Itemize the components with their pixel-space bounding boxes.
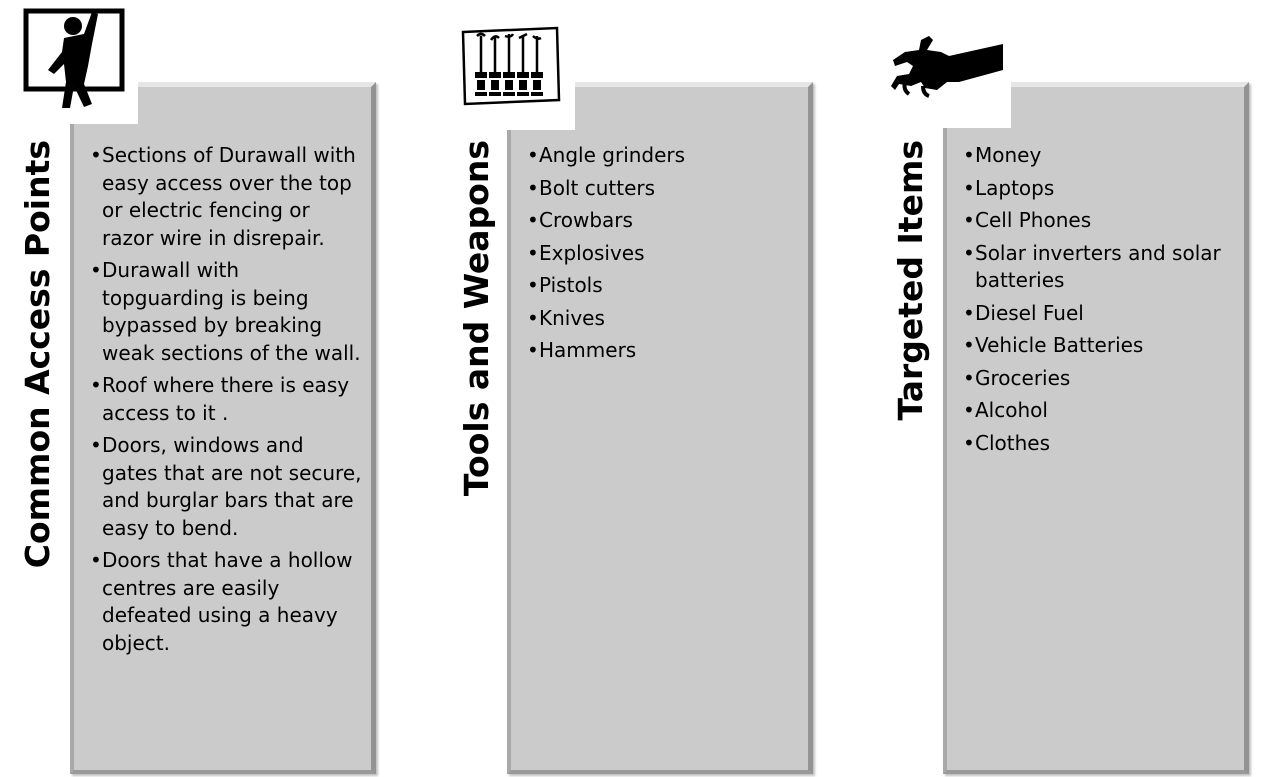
list-item: Explosives (527, 240, 800, 268)
list-item: Money (963, 142, 1236, 170)
panel-targeted-items: Money Laptops Cell Phones Solar inverter… (943, 82, 1249, 774)
heading-targeted-items: Targeted Items (891, 140, 930, 421)
grabbing-hand-icon (891, 36, 1003, 98)
list-item: Cell Phones (963, 207, 1236, 235)
column-tools-and-weapons: Angle grinders Bolt cutters Crowbars Exp… (437, 0, 817, 777)
list-item: Diesel Fuel (963, 300, 1236, 328)
lock-picks-icon (461, 26, 561, 106)
list-item: Hammers (527, 337, 800, 365)
list-item: Clothes (963, 430, 1236, 458)
heading-common-access-points: Common Access Points (18, 140, 57, 569)
list-item: Doors, windows and gates that are not se… (90, 432, 363, 542)
burglar-window-icon (23, 8, 125, 108)
list-item: Solar inverters and solar batteries (963, 240, 1236, 295)
list-item: Sections of Durawall with easy access ov… (90, 142, 363, 252)
list-item: Laptops (963, 175, 1236, 203)
list-item: Alcohol (963, 397, 1236, 425)
list-tools-and-weapons: Angle grinders Bolt cutters Crowbars Exp… (527, 142, 800, 370)
list-item: Bolt cutters (527, 175, 800, 203)
list-targeted-items: Money Laptops Cell Phones Solar inverter… (963, 142, 1236, 462)
list-item: Knives (527, 305, 800, 333)
iconbox-targeted (885, 30, 1011, 128)
list-item: Vehicle Batteries (963, 332, 1236, 360)
list-item: Crowbars (527, 207, 800, 235)
heading-tools-and-weapons: Tools and Weapons (457, 140, 496, 497)
panel-tools-and-weapons: Angle grinders Bolt cutters Crowbars Exp… (507, 82, 813, 774)
list-item: Angle grinders (527, 142, 800, 170)
list-item: Doors that have a hollow centres are eas… (90, 547, 363, 657)
column-targeted-items: Money Laptops Cell Phones Solar inverter… (873, 0, 1253, 777)
list-item: Durawall with topguarding is being bypas… (90, 257, 363, 367)
iconbox-tools (457, 22, 575, 130)
list-item: Groceries (963, 365, 1236, 393)
list-item: Pistols (527, 272, 800, 300)
panel-common-access-points: Sections of Durawall with easy access ov… (70, 82, 376, 774)
list-common-access-points: Sections of Durawall with easy access ov… (90, 142, 363, 662)
iconbox-access (18, 4, 138, 124)
column-common-access-points: Sections of Durawall with easy access ov… (0, 0, 380, 777)
list-item: Roof where there is easy access to it . (90, 372, 363, 427)
